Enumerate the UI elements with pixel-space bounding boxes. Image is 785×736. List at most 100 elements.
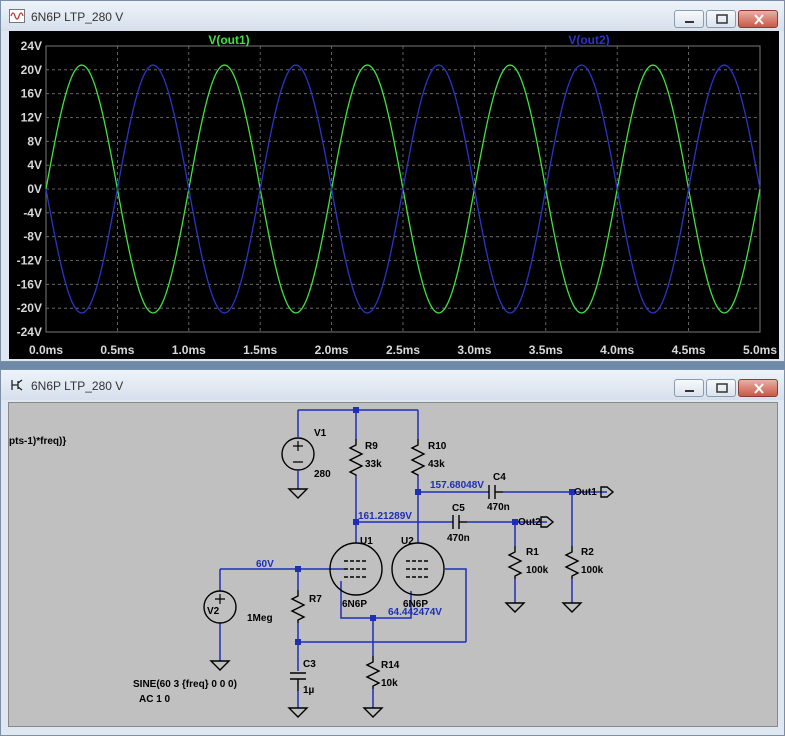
y-tick-label: 12V [21,111,42,125]
x-tick-label: 2.0ms [315,343,349,357]
r9-label: R9 [365,441,378,452]
c3-label: C3 [303,659,316,670]
r10-label: R10 [428,441,447,452]
r14-label: R14 [381,660,400,671]
waveform-plot[interactable]: 0.0ms 0.5ms 1.0ms 1.5ms 2.0ms 2.5ms 3.0ms 3.5ms… [9,31,779,359]
schematic-drawing[interactable]: pts-1)*freq)} V1 280 R9 33k R10 43k C4 4… [9,403,777,726]
v2-label: V2 [207,606,220,617]
c5-value: 470n [447,533,470,544]
schematic-canvas[interactable]: pts-1)*freq)} V1 280 R9 33k R10 43k C4 4… [8,402,778,727]
series-line-2 [45,64,761,314]
c4-value: 470n [487,502,510,513]
r2-value: 100k [581,565,604,576]
junction-dots [295,407,575,645]
y-tick-label: 0V [27,182,42,196]
close-icon [754,14,764,25]
close-button[interactable] [738,10,778,28]
y-tick-label: 16V [21,87,42,101]
plot-titlebar[interactable]: 6N6P LTP_280 V [1,1,784,31]
param-directive: pts-1)*freq)} [9,436,66,447]
r10-resistor[interactable] [410,439,426,476]
wires [219,409,607,708]
y-tick-label: -12V [17,254,42,268]
restore-icon [716,14,728,24]
x-tick-label: 5.0ms [743,343,777,357]
cathode-voltage: 64.442474V [388,607,442,618]
u2-model: 6N6P [403,599,428,610]
y-tick-label: 8V [27,134,42,148]
r7-resistor[interactable] [290,590,306,623]
c5-capacitor[interactable] [452,515,460,529]
r9-resistor[interactable] [348,439,364,476]
x-tick-label: 3.5ms [529,343,563,357]
grid-bias-voltage: 60V [256,559,274,570]
schematic-titlebar[interactable]: 6N6P LTP_280 V [1,370,784,400]
y-tick-label: -4V [23,206,42,220]
x-tick-label: 0.5ms [100,343,134,357]
v1-label: V1 [314,428,327,439]
plot-window[interactable]: 6N6P LTP_280 V 0.0ms 0.5ms 1.0ms 1.5ms 2.0ms… [0,0,785,362]
anode1-voltage: 161.21289V [358,511,412,522]
minimize-button[interactable] [674,10,704,28]
plot-window-title: 6N6P LTP_280 V [31,10,124,24]
y-tick-label: -8V [23,230,42,244]
u1-model: 6N6P [342,599,367,610]
x-tick-label: 3.0ms [457,343,491,357]
schematic-window-title: 6N6P LTP_280 V [31,379,124,393]
restore-button[interactable] [706,379,736,397]
out2-flag[interactable] [540,516,555,528]
y-tick-label: -20V [17,301,42,315]
c3-capacitor[interactable] [290,672,306,680]
legend-entry-2: V(out2) [568,33,609,47]
r1-label: R1 [526,547,539,558]
close-icon [754,383,764,394]
out1-flag[interactable] [600,486,615,498]
restore-button[interactable] [706,10,736,28]
c4-capacitor[interactable] [488,485,496,499]
y-tick-label: 4V [27,158,42,172]
v1-source[interactable] [281,437,315,471]
schematic-icon [11,379,23,391]
anode2-voltage: 157.68048V [430,480,484,491]
v2-ac-directive: AC 1 0 [139,694,171,705]
x-tick-label: 4.5ms [672,343,706,357]
x-tick-label: 2.5ms [386,343,420,357]
y-tick-label: -24V [17,325,42,339]
minimize-button[interactable] [674,379,704,397]
waveform-chart[interactable]: 0.0ms 0.5ms 1.0ms 1.5ms 2.0ms 2.5ms 3.0ms 3.5ms… [9,31,779,359]
r1-resistor[interactable] [507,546,523,579]
out1-net-label: Out1 [574,487,597,498]
r7-value: 1Meg [247,613,273,624]
components [203,437,615,718]
minimize-icon [685,21,694,23]
x-tick-label: 1.0ms [172,343,206,357]
u2-label: U2 [401,536,414,547]
legend-entry-1: V(out1) [208,33,249,47]
y-tick-label: -16V [17,277,42,291]
node-voltage-labels: 157.68048V 161.21289V 60V 64.442474V [256,480,484,618]
r2-resistor[interactable] [564,546,580,579]
u1-label: U1 [360,536,373,547]
y-tick-label: 24V [21,39,42,53]
r14-value: 10k [381,678,398,689]
minimize-icon [685,390,694,392]
x-tick-label: 1.5ms [243,343,277,357]
x-tick-label: 4.0ms [600,343,634,357]
r14-resistor[interactable] [365,656,381,689]
r9-value: 33k [365,459,382,470]
v1-value: 280 [314,469,331,480]
r2-label: R2 [581,547,594,558]
source-polarity [215,441,303,604]
v2-sine-directive: SINE(60 3 {freq} 0 0 0) [133,679,237,690]
c5-label: C5 [452,503,465,514]
r1-value: 100k [526,565,549,576]
close-button[interactable] [738,379,778,397]
r10-value: 43k [428,459,445,470]
waveform-icon [9,9,25,23]
y-tick-label: 20V [21,63,42,77]
u1-tube[interactable] [329,542,383,596]
v2-source[interactable] [203,590,237,624]
x-tick-label: 0.0ms [29,343,63,357]
schematic-labels: pts-1)*freq)} V1 280 R9 33k R10 43k C4 4… [9,428,604,705]
u2-tube[interactable] [391,542,445,596]
